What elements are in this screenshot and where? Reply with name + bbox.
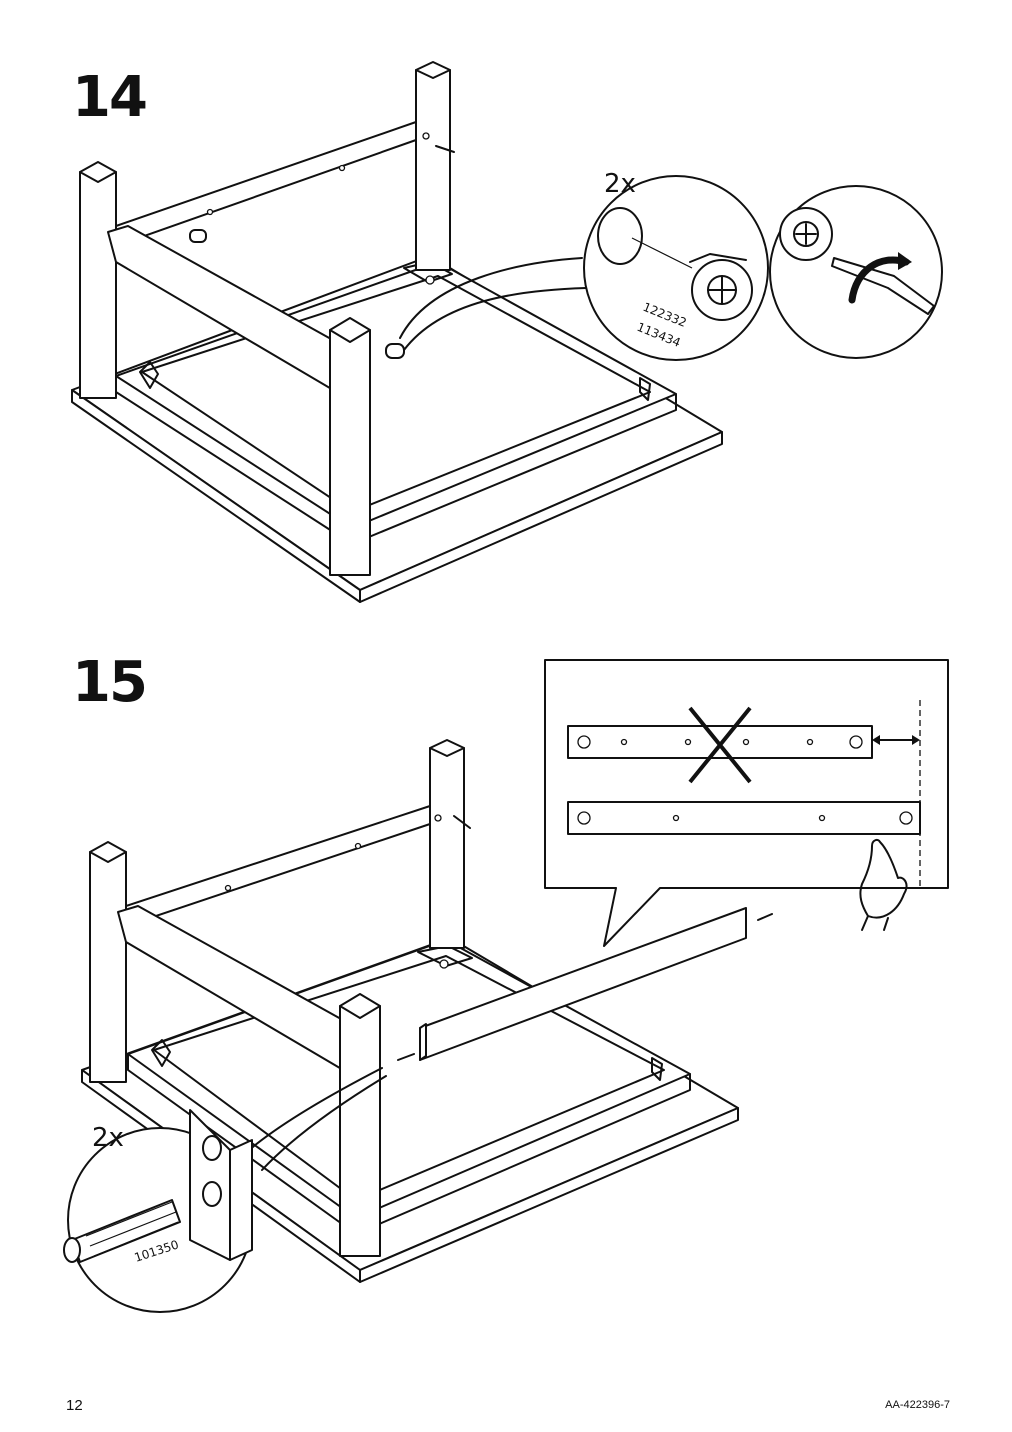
- step-15-number: 15: [72, 650, 148, 715]
- step-14-tighten-detail: [769, 185, 943, 359]
- step-15-quantity: 2x: [92, 1123, 124, 1153]
- step-14-table-drawing: [71, 61, 723, 603]
- step-15-dowel-detail: 2x 101350: [63, 1109, 253, 1313]
- step-14-number: 14: [72, 65, 148, 130]
- step-14-quantity: 2x: [604, 169, 636, 199]
- page-number: 12: [66, 1397, 83, 1414]
- step-14-cam-detail: 2x 122332 113434: [583, 169, 769, 361]
- step-15-alignment-callout: [544, 659, 949, 947]
- document-code: AA-422396-7: [885, 1399, 950, 1411]
